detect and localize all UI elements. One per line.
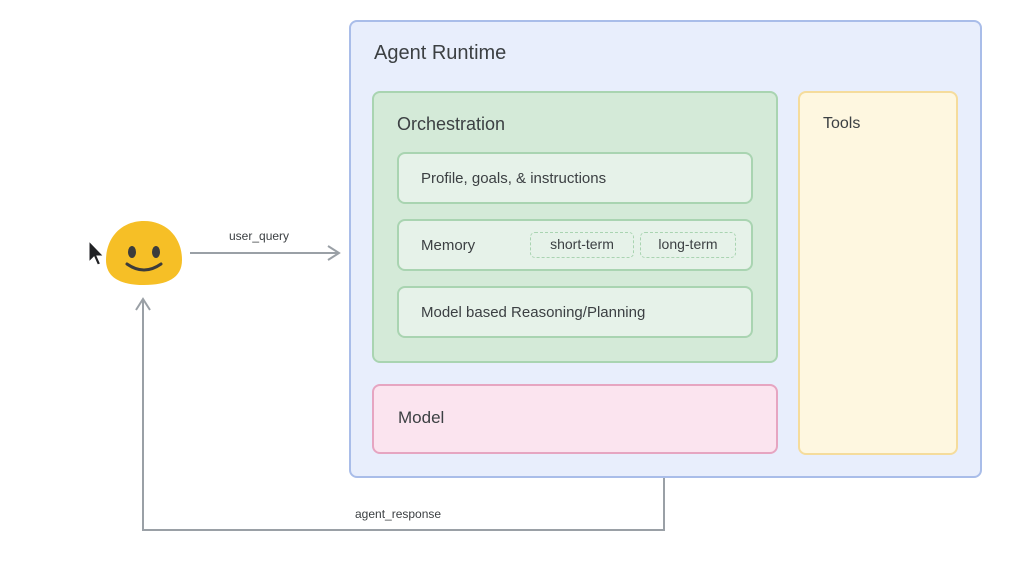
user-query-arrow xyxy=(190,245,341,261)
memory-chip-short-term: short-term xyxy=(530,232,634,258)
model-label: Model xyxy=(398,408,445,427)
memory-chip-long-term: long-term xyxy=(640,232,736,258)
agent-response-label: agent_response xyxy=(355,507,442,521)
agent-response-arrow xyxy=(135,297,665,531)
tools-box xyxy=(798,91,958,455)
memory-label: Memory xyxy=(421,237,476,254)
profile-label: Profile, goals, & instructions xyxy=(421,170,607,187)
reasoning-label: Model based Reasoning/Planning xyxy=(421,304,646,321)
agent-runtime-title: Agent Runtime xyxy=(374,42,507,64)
reasoning-box xyxy=(397,286,753,338)
tools-label: Tools xyxy=(823,115,861,132)
user-query-label: user_query xyxy=(229,229,290,243)
smiley-face-icon xyxy=(106,221,182,285)
profile-box xyxy=(397,152,753,204)
mouse-cursor-icon xyxy=(88,240,105,266)
orchestration-title: Orchestration xyxy=(397,114,506,134)
model-box xyxy=(372,384,778,454)
